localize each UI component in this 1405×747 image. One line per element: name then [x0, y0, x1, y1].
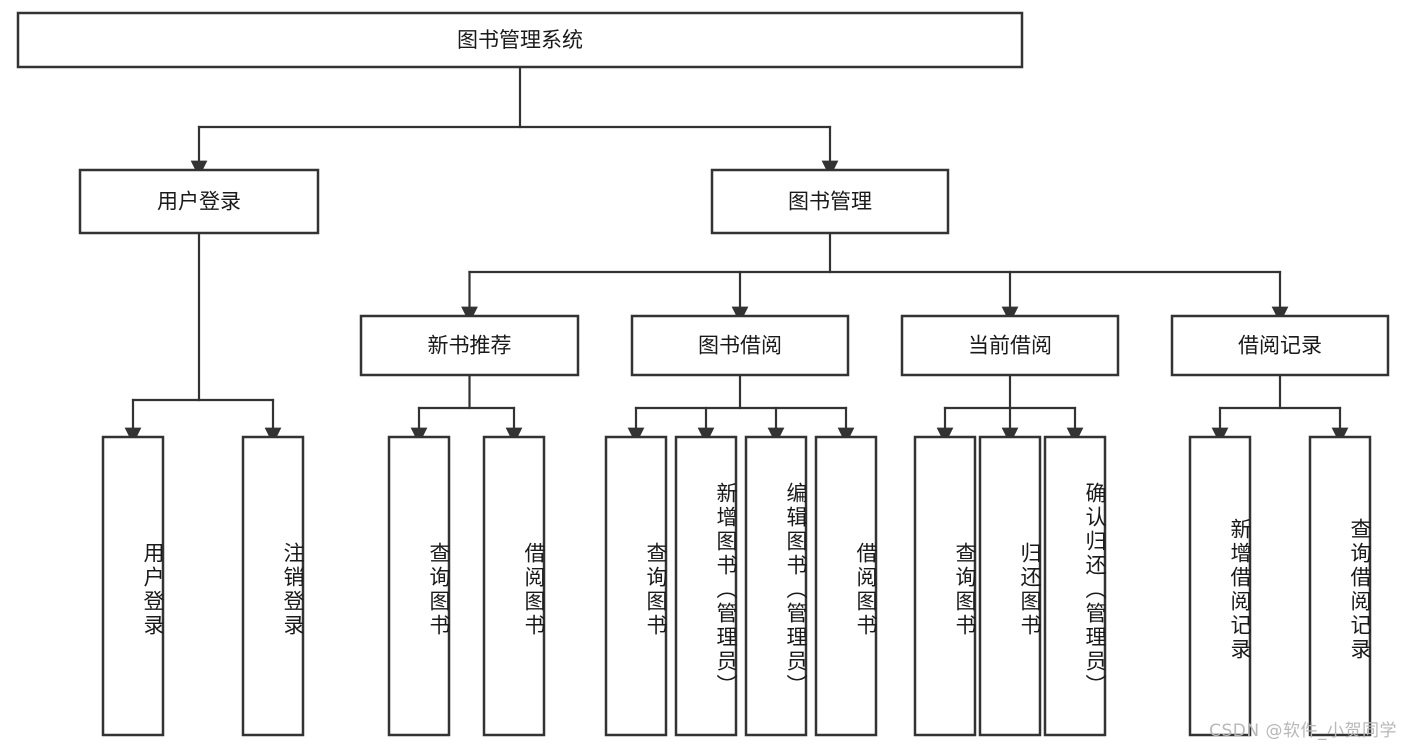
level3-box[interactable]: [900, 314, 1120, 377]
leaf-node[interactable]: [814, 435, 878, 737]
leaf-node[interactable]: [241, 435, 305, 737]
leaf-node[interactable]: [1043, 435, 1107, 737]
watermark: CSDN @软件_小贺同学: [1209, 721, 1397, 741]
leaf-box[interactable]: [241, 435, 305, 737]
leaf-box[interactable]: [387, 435, 451, 737]
level3-box[interactable]: [359, 314, 580, 377]
leaf-node[interactable]: [913, 435, 977, 737]
leaf-node[interactable]: [674, 435, 738, 737]
level3-label: 当前借阅: [968, 334, 1052, 358]
level2-node[interactable]: 图书管理: [710, 168, 950, 235]
leaf-box[interactable]: [482, 435, 546, 737]
leaf-box[interactable]: [814, 435, 878, 737]
level3-node[interactable]: 新书推荐: [359, 314, 580, 377]
leaf-box[interactable]: [674, 435, 738, 737]
level2-box[interactable]: [78, 168, 320, 235]
level3-node[interactable]: 借阅记录: [1170, 314, 1390, 377]
leaf-node[interactable]: [1308, 435, 1372, 737]
leaf-box[interactable]: [978, 435, 1042, 737]
level3-label: 借阅记录: [1238, 334, 1322, 358]
leaf-node[interactable]: [101, 435, 165, 737]
leaf-node[interactable]: [744, 435, 808, 737]
leaf-box[interactable]: [101, 435, 165, 737]
leaf-node[interactable]: [604, 435, 668, 737]
level3-box[interactable]: [630, 314, 850, 377]
level2-node[interactable]: 用户登录: [78, 168, 320, 235]
root-box[interactable]: [16, 11, 1024, 69]
leaf-box[interactable]: [1308, 435, 1372, 737]
level2-box[interactable]: [710, 168, 950, 235]
leaf-box[interactable]: [1188, 435, 1252, 737]
root-node[interactable]: 图书管理系统: [16, 11, 1024, 69]
level2-label: 用户登录: [157, 190, 241, 214]
leaf-box[interactable]: [913, 435, 977, 737]
level3-node[interactable]: 当前借阅: [900, 314, 1120, 377]
leaf-box[interactable]: [744, 435, 808, 737]
leaf-node[interactable]: [978, 435, 1042, 737]
leaf-node[interactable]: [482, 435, 546, 737]
leaf-box[interactable]: [1043, 435, 1107, 737]
leaf-node[interactable]: [1188, 435, 1252, 737]
root-label: 图书管理系统: [457, 28, 583, 52]
level2-label: 图书管理: [788, 190, 872, 214]
level3-box[interactable]: [1170, 314, 1390, 377]
level3-label: 图书借阅: [698, 334, 782, 358]
level3-label: 新书推荐: [428, 334, 512, 358]
level3-node[interactable]: 图书借阅: [630, 314, 850, 377]
leaf-box[interactable]: [604, 435, 668, 737]
leaf-node[interactable]: [387, 435, 451, 737]
connector-layer: [124, 65, 1349, 445]
